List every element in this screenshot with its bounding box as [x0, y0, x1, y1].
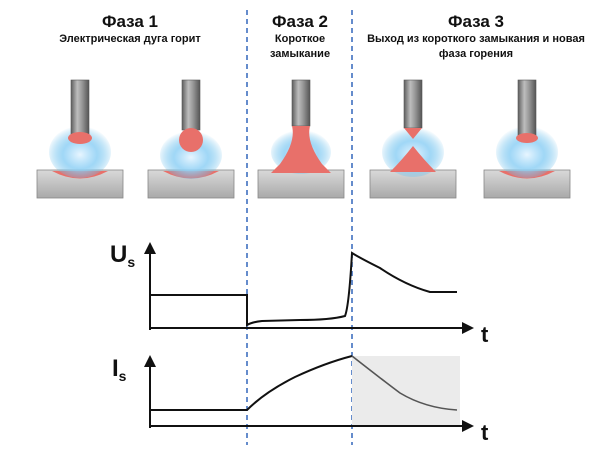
current-graph: Is t — [112, 355, 489, 445]
current-rise-curve — [150, 355, 353, 411]
voltage-x-arrow — [462, 322, 474, 334]
voltage-curve — [150, 251, 457, 327]
molten-neck — [390, 146, 436, 172]
phase-3-header: Фаза 3 Выход из короткого замыкания и но… — [358, 12, 594, 62]
arc-glow — [496, 126, 558, 178]
current-x-label: t — [481, 420, 489, 445]
arc-glow — [160, 131, 222, 179]
voltage-x-label: t — [481, 322, 489, 347]
phase-3-title: Фаза 3 — [447, 12, 505, 31]
molten-tip — [404, 128, 422, 139]
phase-2-title: Фаза 2 — [271, 12, 329, 31]
weld-stage-2-illustration — [147, 79, 235, 199]
voltage-y-arrow — [144, 242, 156, 254]
weld-stage-4-illustration — [369, 79, 457, 199]
weld-stage-1-illustration — [36, 79, 124, 199]
base-plate — [257, 169, 345, 199]
phase-1-header: Фаза 1 Электрическая дуга горит — [30, 12, 230, 47]
phase-1-subtitle: Электрическая дуга горит — [59, 33, 201, 45]
current-decay-curve — [351, 355, 458, 411]
molten-bridge — [271, 126, 331, 173]
molten-droplet — [516, 133, 538, 143]
phase-2-header: Фаза 2 Короткое замыкание — [255, 12, 345, 62]
electrode — [403, 79, 423, 129]
voltage-graph: Us t — [110, 241, 489, 347]
phase-2-subtitle: Короткое замыкание — [269, 33, 331, 60]
phase-3-highlight-band — [352, 356, 460, 426]
arc-glow — [49, 126, 111, 178]
current-y-arrow — [144, 355, 156, 367]
phase-3-subtitle: Выход из короткого замыкания и новая фаз… — [367, 33, 585, 60]
weld-stage-5-illustration — [483, 79, 571, 199]
weld-stage-3-illustration — [257, 79, 345, 199]
current-y-label: Is — [112, 355, 127, 384]
molten-droplet — [68, 132, 92, 144]
phase-1-title: Фаза 1 — [101, 12, 159, 31]
electrode — [517, 79, 537, 137]
electrode — [70, 79, 90, 137]
molten-droplet — [179, 128, 203, 152]
electrode — [181, 79, 201, 131]
current-x-arrow — [462, 420, 474, 432]
voltage-y-label: Us — [110, 241, 135, 270]
electrode — [291, 79, 311, 127]
